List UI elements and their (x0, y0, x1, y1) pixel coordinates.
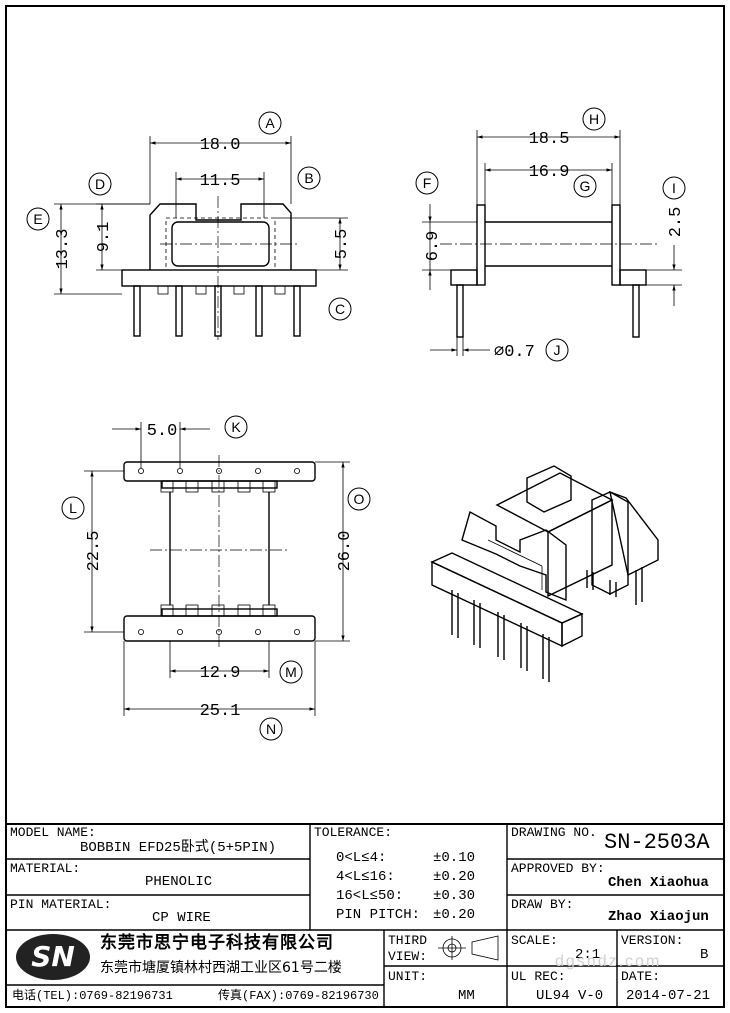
tolerance-value-4: ±0.20 (433, 907, 476, 923)
date-value: 2014-07-21 (626, 988, 711, 1004)
company-logo: SN (16, 934, 90, 980)
scale-value: 2:1 (575, 947, 601, 963)
dim-g-label: 16.9 (529, 163, 570, 182)
ul-rec-value: UL94 V-0 (536, 988, 604, 1004)
tolerance-value-3: ±0.30 (433, 888, 476, 904)
callout-n: N (266, 721, 276, 737)
material-label: MATERIAL: (10, 861, 81, 876)
title-block-grid (6, 823, 724, 1007)
callout-d: D (95, 176, 105, 192)
tolerance-value-1: ±0.10 (433, 850, 476, 866)
third-view-label-2: VIEW: (388, 949, 428, 964)
dim-a-label: 18.0 (200, 136, 241, 155)
version-value: B (700, 947, 709, 963)
approved-by-label: APPROVED BY: (511, 861, 605, 876)
company-name: 东莞市思宁电子科技有限公司 (100, 933, 334, 953)
material-value: PHENOLIC (145, 874, 213, 890)
callout-h: H (589, 111, 599, 127)
unit-label: UNIT: (388, 969, 428, 984)
callout-c: C (335, 301, 345, 317)
scale-label: SCALE: (511, 933, 558, 948)
version-label: VERSION: (621, 933, 684, 948)
drawing-no-label: DRAWING NO. (511, 825, 597, 840)
dim-f-label: 6.9 (424, 231, 443, 262)
callout-o: O (354, 491, 365, 507)
tolerance-range-3: 16<L≤50: (336, 888, 404, 904)
approved-by-value: Chen Xiaohua (608, 875, 709, 891)
dim-l-label: 22.5 (85, 531, 104, 572)
callout-g: G (580, 178, 591, 194)
draw-by-label: DRAW BY: (511, 897, 574, 912)
tolerance-value-2: ±0.20 (433, 869, 476, 885)
draw-by-value: Zhao Xiaojun (608, 909, 709, 925)
side-view: 18.5 16.9 6.9 2.5 ⌀0.7 H G F I J (415, 107, 686, 362)
model-name-label: MODEL NAME: (10, 825, 96, 840)
callout-k: K (231, 419, 241, 435)
tolerance-range-1: 0<L≤4: (336, 850, 387, 866)
model-name-value: BOBBIN EFD25卧式(5+5PIN) (80, 840, 277, 856)
bottom-view: 5.0 22.5 26.0 12.9 25.1 K L O M N (61, 415, 371, 741)
company-tel: 电话(TEL):0769-82196731 (12, 989, 173, 1003)
watermark: dgsndz.com (555, 953, 662, 970)
company-fax: 传真(FAX):0769-82196730 (218, 989, 379, 1003)
tolerance-range-4: PIN PITCH: (336, 907, 421, 923)
dim-d-label: 9.1 (95, 222, 114, 253)
isometric-view (430, 465, 659, 682)
tolerance-range-2: 4<L≤16: (336, 869, 395, 885)
callout-l: L (69, 500, 77, 516)
callout-f: F (423, 175, 432, 191)
callout-a: A (265, 115, 275, 131)
tolerance-label: TOLERANCE: (314, 825, 393, 840)
drawing-no-value: SN-2503A (604, 830, 710, 855)
callout-j: J (554, 342, 561, 358)
dim-o-label: 26.0 (336, 531, 355, 572)
unit-value: MM (458, 988, 475, 1004)
dim-m-label: 12.9 (200, 664, 241, 683)
pin-material-value: CP WIRE (152, 910, 211, 926)
ul-rec-label: UL REC: (511, 969, 566, 984)
third-view-label-1: THIRD (388, 933, 428, 948)
dim-h-label: 18.5 (529, 130, 570, 149)
company-address: 东莞市塘厦镇林村西湖工业区61号二楼 (100, 960, 342, 976)
dim-j-label: ⌀0.7 (494, 343, 535, 362)
callout-m: M (285, 664, 297, 680)
dim-c-label: 5.5 (333, 229, 352, 260)
dim-n-label: 25.1 (200, 702, 241, 721)
dim-b-label: 11.5 (200, 172, 241, 191)
date-label: DATE: (621, 969, 661, 984)
callout-e: E (33, 211, 42, 227)
callout-i: I (672, 180, 676, 196)
dim-k-label: 5.0 (147, 422, 178, 441)
front-view: 18.0 11.5 9.1 13.3 5.5 A B D E C (26, 111, 352, 340)
pin-material-label: PIN MATERIAL: (10, 897, 112, 912)
callout-b: B (304, 170, 313, 186)
dim-e-label: 13.3 (54, 229, 73, 270)
dim-i-label: 2.5 (667, 207, 686, 238)
drawing-border (5, 5, 725, 1008)
